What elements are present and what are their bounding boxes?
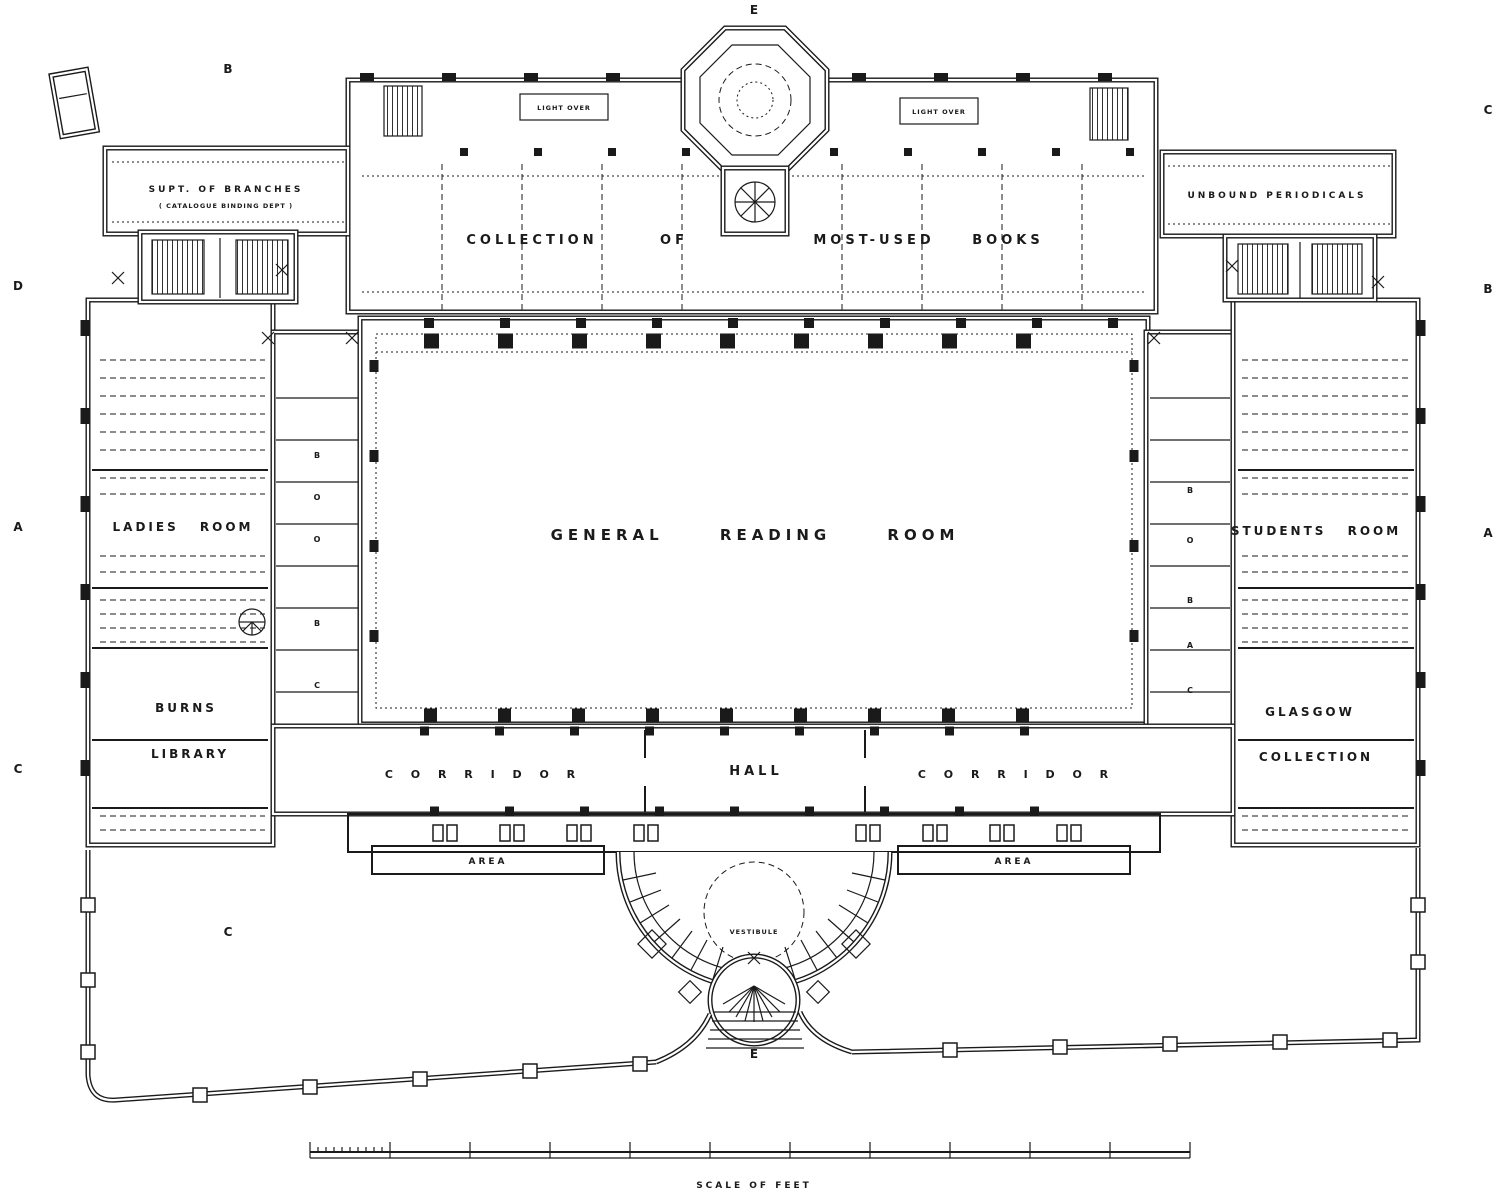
newel-pier [805,979,831,1005]
newel-pier [637,929,667,959]
section-marker: C [14,762,23,776]
curved-stair-left [622,872,724,980]
cell-letter: B [314,619,320,628]
section-marker: E [750,3,758,17]
vestibule-label: VESTIBULE [730,928,779,936]
stair-flight [151,239,205,295]
glasgow-collection-label: COLLECTION [1259,750,1373,764]
scale-bar: SCALE OF FEET [309,1142,1191,1191]
students-room-label: STUDENTS ROOM [1231,524,1401,538]
corridor-left-label: C O R R I D O R [385,768,579,781]
unbound-periodicals-room: UNBOUND PERIODICALS [1159,149,1397,239]
cell-letter: B [314,451,320,460]
hall-label: HALL [729,764,783,779]
left-wing-shelving [100,359,265,831]
ladies-room-label: LADIES ROOM [113,520,254,534]
section-marker: D [13,279,23,293]
area-left-label: AREA [468,857,507,867]
cell-letter: A [1187,641,1194,650]
cell-letter: C [1187,686,1193,695]
library-label: LIBRARY [151,747,229,761]
unbound-periodicals-label: UNBOUND PERIODICALS [1187,191,1366,201]
scale-caption: SCALE OF FEET [696,1181,812,1191]
cell-letter: O [314,493,321,502]
entrance-steps [655,1010,853,1065]
bottom-range: C O R R I D O R HALL C O R R I D O R [270,723,1236,817]
section-marker: B [1483,282,1492,296]
cell-letter: O [1187,536,1194,545]
cell-letter: C [314,681,320,690]
left-stair-hall [84,229,299,305]
section-marker: A [1483,526,1493,540]
collection-label: COLLECTION [466,233,597,248]
right-wing: STUDENTS ROOM GLASGOW COLLECTION [1230,297,1426,848]
supt-of-branches-label: SUPT. OF BRANCHES [149,185,304,195]
light-well-right: LIGHT OVER [899,97,979,125]
light-well-left: LIGHT OVER [519,93,609,121]
vestibule-rotunda: VESTIBULE [615,851,893,1047]
burns-label: BURNS [155,701,217,715]
newel-pier [841,929,871,959]
general-reading-room: GENERAL READING ROOM [357,315,1151,727]
octagon-tower [680,25,830,237]
service-stair [1089,87,1129,141]
spiral-stair-icon [734,181,776,223]
stair-flight [1237,243,1289,295]
books-label: BOOKS [972,233,1043,248]
right-wing-shelving [1242,359,1408,831]
section-marker: B [223,62,232,76]
supt-of-branches-room: SUPT. OF BRANCHES ( CATALOGUE BINDING DE… [102,145,351,237]
section-markers: B E C B A D A C C E [13,3,1493,1061]
apse-bay [707,953,801,1047]
left-cell-strip: B O O B C [261,329,364,731]
top-left-turret [48,66,101,140]
stair-flight [235,239,289,295]
newel-pier [677,979,703,1005]
scale-minor-ticks [317,1147,383,1152]
octagon-stair-room [720,165,790,237]
scale-major-ticks [309,1142,1191,1158]
light-over-label: LIGHT OVER [912,108,966,116]
of-label: OF [660,233,688,248]
area-right-label: AREA [994,857,1033,867]
most-used-label: MOST-USED [813,233,934,248]
glasgow-label: GLASGOW [1265,705,1355,719]
stair-cross-mark [111,271,125,285]
section-marker: E [750,1047,758,1061]
cell-letter: O [314,535,321,544]
cell-letter: B [1187,596,1193,605]
supt-sub-label: ( CATALOGUE BINDING DEPT ) [159,202,293,210]
area-right: AREA [897,845,1131,875]
side-exit-opening [84,258,94,288]
service-stair [383,85,423,137]
left-wing: LADIES ROOM BURNS LIBRARY [80,297,276,848]
forecourt-boundary [80,848,1426,1103]
area-left: AREA [371,845,605,875]
curved-stair-right [784,872,886,980]
spiral-stair-icon [238,608,266,636]
section-marker: C [224,925,233,939]
section-marker: C [1484,103,1493,117]
right-stair-hall [1222,233,1385,303]
section-marker: A [13,520,23,534]
corridor-right-label: C O R R I D O R [918,768,1112,781]
light-over-label: LIGHT OVER [537,104,591,112]
cell-letter: B [1187,486,1193,495]
right-cell-strip: B O B A C [1143,329,1245,731]
stair-flight [1311,243,1363,295]
general-reading-room-label: GENERAL READING ROOM [551,526,960,544]
